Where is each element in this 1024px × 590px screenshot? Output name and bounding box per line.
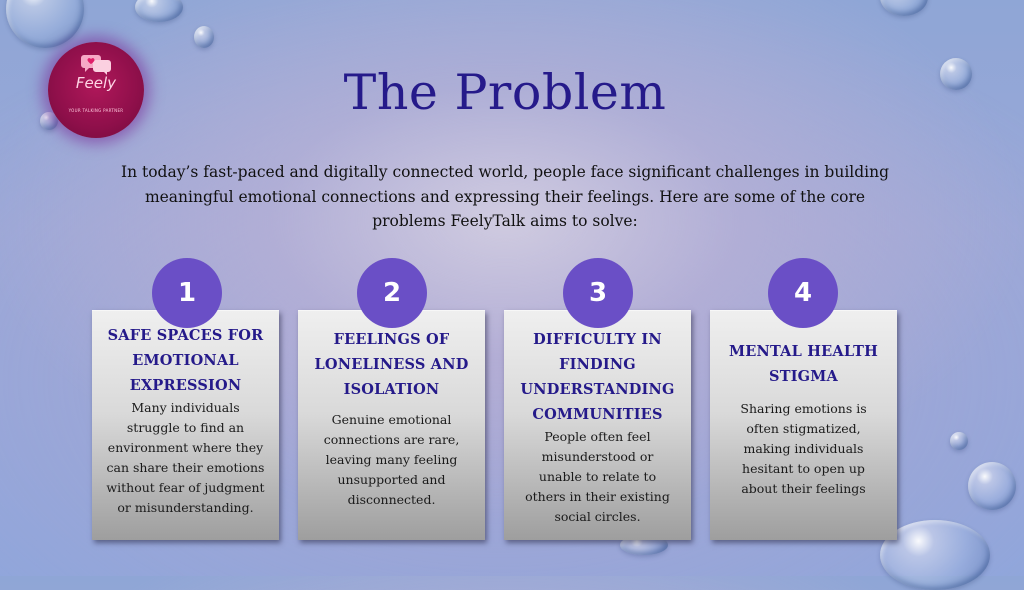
number-badge-2: 2 — [357, 258, 427, 328]
number-badge-3: 3 — [563, 258, 633, 328]
water-droplet — [194, 26, 214, 48]
card-heading: MENTAL HEALTH STIGMA — [729, 343, 878, 385]
number-badge-1: 1 — [152, 258, 222, 328]
number-badge-4: 4 — [768, 258, 838, 328]
problem-card-2: FEELINGS OF LONELINESS AND ISOLATION Gen… — [298, 310, 485, 540]
problem-card-3: DIFFICULTY IN FINDING UNDERSTANDING COMM… — [504, 310, 691, 540]
card-body: People often feel misunderstood or unabl… — [525, 429, 670, 524]
water-droplet — [6, 0, 84, 48]
water-droplet — [620, 535, 668, 555]
water-droplet — [135, 0, 183, 22]
card-body: Sharing emotions is often stigmatized, m… — [740, 401, 867, 496]
problem-card-1: SAFE SPACES FOR EMOTIONAL EXPRESSION Man… — [92, 310, 279, 540]
water-droplet — [880, 0, 928, 16]
card-heading: DIFFICULTY IN FINDING UNDERSTANDING COMM… — [520, 331, 675, 423]
card-body: Genuine emotional connections are rare, … — [323, 412, 460, 507]
intro-paragraph: In today’s fast-paced and digitally conn… — [120, 163, 890, 230]
logo-tagline: YOUR TALKING PARTNER — [68, 108, 124, 113]
water-droplet — [950, 432, 968, 450]
water-droplet — [940, 58, 972, 90]
logo-wordmark: Feely — [75, 74, 117, 92]
water-droplet — [968, 462, 1016, 510]
page-title: The Problem — [343, 64, 667, 121]
card-heading: FEELINGS OF LONELINESS AND ISOLATION — [314, 331, 469, 398]
chat-heart-icon — [81, 55, 111, 75]
card-body: Many individuals struggle to find an env… — [106, 400, 265, 515]
card-heading: SAFE SPACES FOR EMOTIONAL EXPRESSION — [107, 327, 264, 394]
problem-card-4: MENTAL HEALTH STIGMA Sharing emotions is… — [710, 310, 897, 540]
water-droplet — [40, 112, 58, 130]
feely-logo: Feely YOUR TALKING PARTNER — [48, 42, 144, 138]
